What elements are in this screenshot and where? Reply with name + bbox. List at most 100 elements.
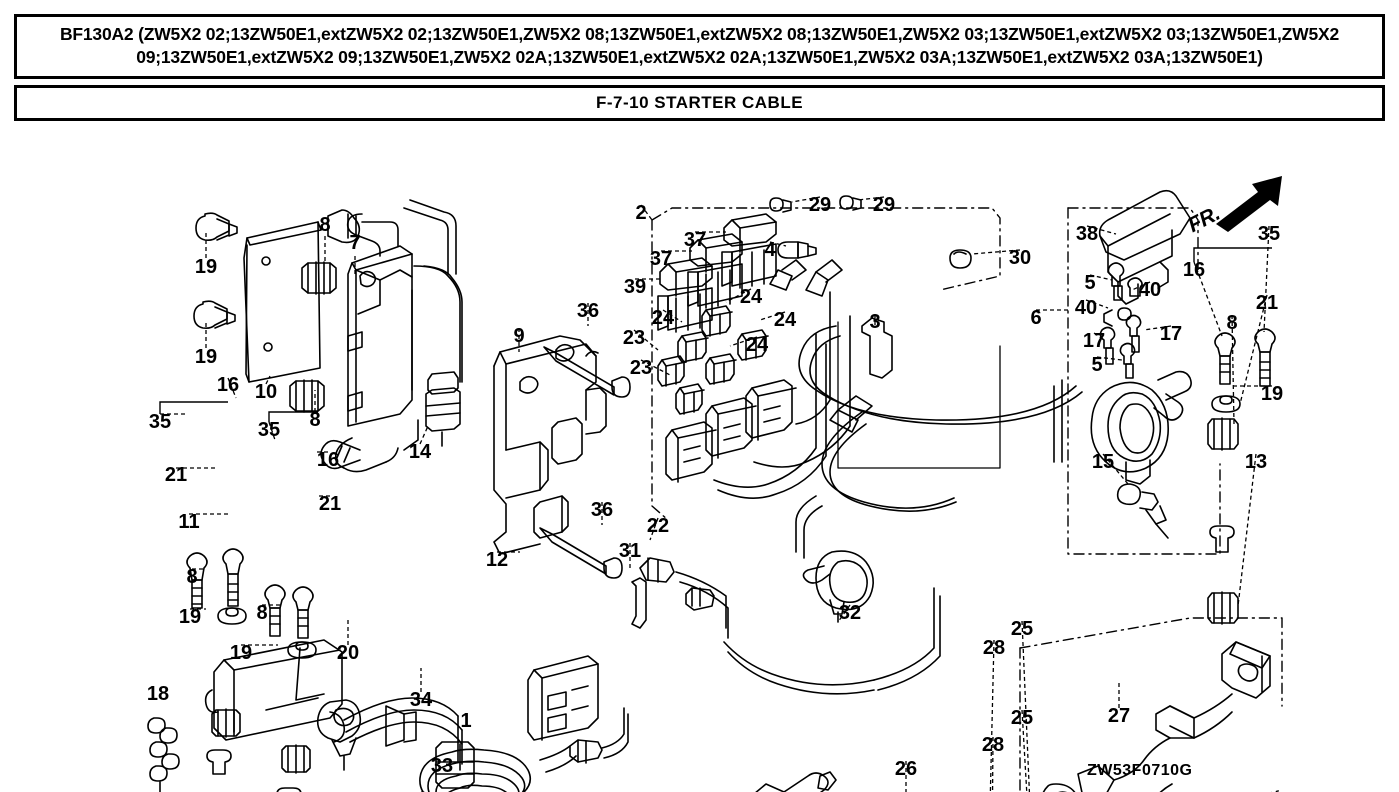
- part-22-connector: [685, 587, 715, 611]
- harness-center-long: [795, 325, 1083, 559]
- callout-28: 28: [981, 734, 1005, 756]
- part-29-nut-a: [769, 197, 792, 213]
- callout-19: 19: [178, 606, 202, 628]
- part-7-relay-box: [347, 245, 413, 427]
- callout-6: 6: [1030, 307, 1042, 329]
- callout-5: 5: [1084, 272, 1096, 294]
- part-37-relay-a: [721, 213, 777, 289]
- callout-33: 33: [430, 755, 454, 777]
- callout-40: 40: [1138, 279, 1162, 301]
- callout-36: 36: [576, 300, 600, 322]
- part-18-chain: [147, 717, 180, 792]
- part-15-fitting: [1116, 483, 1169, 539]
- callout-23: 23: [622, 327, 646, 349]
- callout-21: 21: [318, 493, 342, 515]
- callout-19: 19: [1260, 383, 1284, 405]
- callout-12: 12: [485, 549, 509, 571]
- part-8-grommet-d: [281, 744, 311, 774]
- harness-right-lower: [723, 587, 941, 695]
- part-19-bolt-c: [206, 749, 232, 775]
- part-5-screw-b: [1119, 342, 1136, 379]
- part-6-control-body: [1090, 370, 1192, 485]
- callout-17: 17: [1082, 330, 1106, 352]
- part-36-bolt-upper: [543, 346, 631, 398]
- callout-35: 35: [148, 411, 172, 433]
- fusebox-connector-row: [665, 379, 797, 483]
- harness-left-loop: [327, 199, 463, 383]
- callout-19: 19: [194, 346, 218, 368]
- connector-center-lower: [639, 557, 729, 639]
- part-9-bracket: [493, 335, 607, 555]
- part-12-regulator: [527, 655, 599, 741]
- battery-cable-coil: [755, 771, 837, 792]
- part-8-grommet-b: [289, 379, 325, 413]
- callout-3: 3: [869, 311, 881, 333]
- callout-23: 23: [629, 357, 653, 379]
- group-2-boundary: [651, 207, 1001, 521]
- group-27-boundary: [1019, 617, 1283, 792]
- callout-24: 24: [739, 286, 763, 308]
- harness-left-tail: [320, 419, 419, 473]
- callout-16: 16: [316, 449, 340, 471]
- fusebox-wires: [713, 259, 851, 499]
- callout-35: 35: [257, 419, 281, 441]
- part-8-grommet-right: [1207, 417, 1239, 451]
- part-24-fuse-a: [701, 305, 733, 337]
- part-23-fuse-b: [675, 383, 705, 415]
- part-37-relay-b: [687, 233, 743, 309]
- orientation-arrow-group: [1186, 172, 1296, 242]
- part-19-bolt-lower: [193, 300, 236, 329]
- part-16-bolt-b: [292, 586, 314, 639]
- part-4-bulb: [777, 241, 817, 259]
- callout-19: 19: [229, 642, 253, 664]
- callout-4: 4: [764, 239, 776, 261]
- part-36-bolt-lower: [539, 527, 623, 579]
- part-8-grommet-c: [211, 708, 241, 738]
- part-35-bolt-a: [186, 552, 208, 609]
- callout-31: 31: [618, 540, 642, 562]
- part-10-cover-plate: [243, 221, 322, 383]
- part-29-nut-b: [839, 195, 862, 211]
- section-title: F-7-10 STARTER CABLE: [14, 84, 1385, 121]
- callout-27: 27: [1107, 705, 1131, 727]
- callout-29: 29: [808, 194, 832, 216]
- callout-8: 8: [319, 214, 331, 236]
- part-21-washer-b: [287, 641, 317, 659]
- callout-7: 7: [349, 232, 361, 254]
- callout-19: 19: [194, 256, 218, 278]
- callout-17: 17: [1159, 323, 1183, 345]
- callout-39: 39: [623, 276, 647, 298]
- drawing-id: ZW53F0710G: [1087, 762, 1193, 779]
- part-27-harness: [1042, 641, 1271, 792]
- callout-21: 21: [1255, 292, 1279, 314]
- callout-25: 25: [1010, 618, 1034, 640]
- callout-38: 38: [1075, 223, 1099, 245]
- callout-26: 26: [894, 758, 918, 780]
- callout-37: 37: [649, 248, 673, 270]
- callout-16: 16: [1182, 259, 1206, 281]
- callout-36: 36: [590, 499, 614, 521]
- callout-1: 1: [460, 710, 472, 732]
- callout-20: 20: [336, 642, 360, 664]
- part-1-starter-cable-coil: [419, 707, 629, 792]
- part-31-pin: [631, 577, 647, 629]
- callout-34: 34: [409, 689, 433, 711]
- callout-18: 18: [146, 683, 170, 705]
- part-19-bolt-upper: [195, 212, 238, 241]
- callout-5: 5: [1091, 354, 1103, 376]
- callout-37: 37: [683, 229, 707, 251]
- callout-8: 8: [256, 602, 268, 624]
- callout-10: 10: [254, 381, 278, 403]
- part-16-bolt-a: [222, 548, 244, 607]
- part-24-fuse-b: [677, 331, 709, 363]
- callout-16: 16: [216, 374, 240, 396]
- part-39-relay: [657, 257, 713, 333]
- callout-leaders: [159, 196, 1272, 792]
- callout-35: 35: [1257, 223, 1281, 245]
- part-32-clamp: [802, 550, 874, 623]
- callout-24: 24: [651, 307, 675, 329]
- callout-13: 13: [1244, 451, 1268, 473]
- callout-29: 29: [872, 194, 896, 216]
- part-17-screws: [1099, 314, 1142, 365]
- callout-8: 8: [1226, 312, 1238, 334]
